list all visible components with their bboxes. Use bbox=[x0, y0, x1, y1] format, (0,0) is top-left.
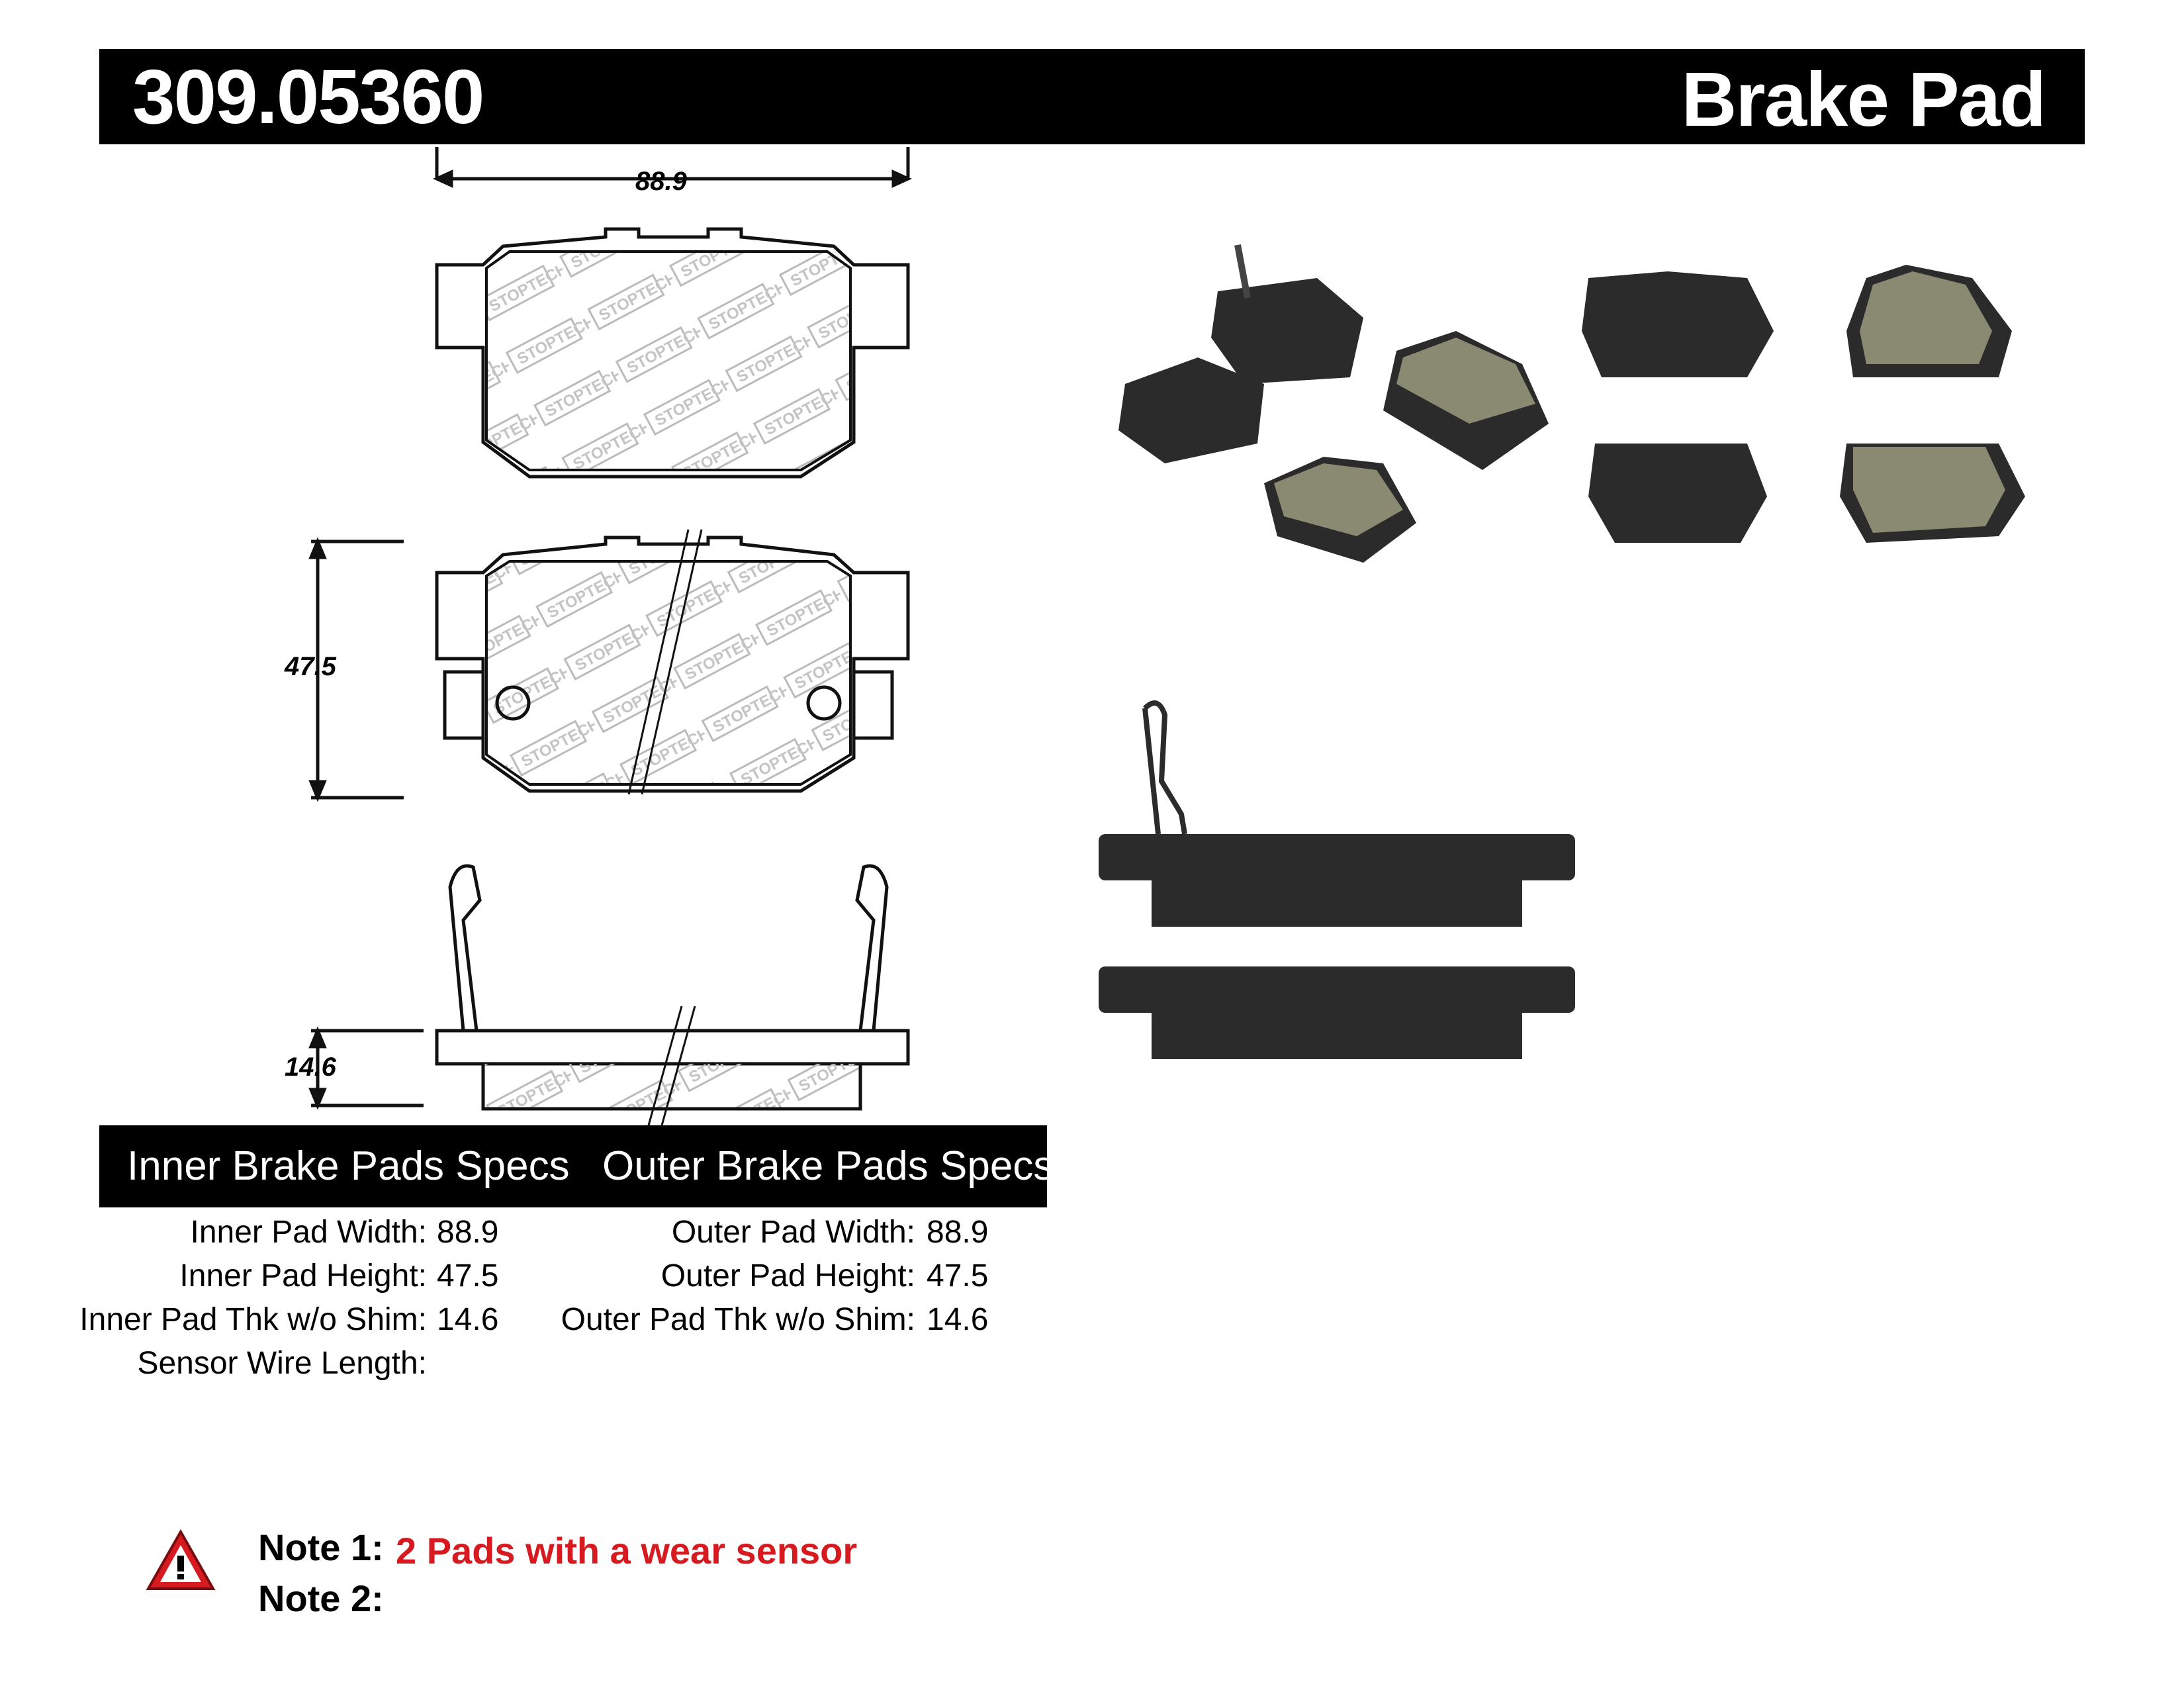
warning-triangle-icon bbox=[146, 1528, 216, 1590]
part-number: 309.05360 bbox=[132, 54, 484, 140]
outer-pad-thickness-value: 14.6 bbox=[927, 1302, 989, 1337]
outer-pad-width-label: Outer Pad Width: bbox=[671, 1215, 915, 1250]
product-photo bbox=[1085, 165, 2105, 1125]
outer-specs-heading: Outer Brake Pads Specs bbox=[602, 1143, 1054, 1189]
width-dimension-label: 88.9 bbox=[635, 167, 687, 196]
header-bar bbox=[99, 49, 2085, 144]
thickness-dimension-label: 14.6 bbox=[285, 1053, 336, 1082]
inner-pad-width-value: 88.9 bbox=[437, 1215, 499, 1250]
technical-drawing: STOPTECH bbox=[308, 147, 913, 1126]
height-dimension-label: 47.5 bbox=[285, 652, 336, 681]
note1-label: Note 1: bbox=[258, 1526, 384, 1568]
inner-pad-height-label: Inner Pad Height: bbox=[179, 1258, 427, 1293]
outer-pad-width-value: 88.9 bbox=[927, 1215, 989, 1250]
inner-specs-heading: Inner Brake Pads Specs bbox=[127, 1143, 570, 1189]
outer-pad-height-label: Outer Pad Height: bbox=[660, 1258, 915, 1293]
specs-header-bar bbox=[99, 1125, 1047, 1207]
inner-pad-thickness-value: 14.6 bbox=[437, 1302, 499, 1337]
outer-pad-thickness-label: Outer Pad Thk w/o Shim: bbox=[561, 1302, 915, 1337]
outer-pad-height-value: 47.5 bbox=[927, 1258, 989, 1293]
product-type-title: Brake Pad bbox=[1681, 56, 2046, 142]
sensor-wire-length-label: Sensor Wire Length: bbox=[137, 1346, 427, 1381]
inner-pad-thickness-label: Inner Pad Thk w/o Shim: bbox=[79, 1302, 427, 1337]
inner-pad-width-label: Inner Pad Width: bbox=[190, 1215, 427, 1250]
inner-pad-height-value: 47.5 bbox=[437, 1258, 499, 1293]
note2-label: Note 2: bbox=[258, 1577, 384, 1619]
note1-text: 2 Pads with a wear sensor bbox=[396, 1530, 858, 1571]
